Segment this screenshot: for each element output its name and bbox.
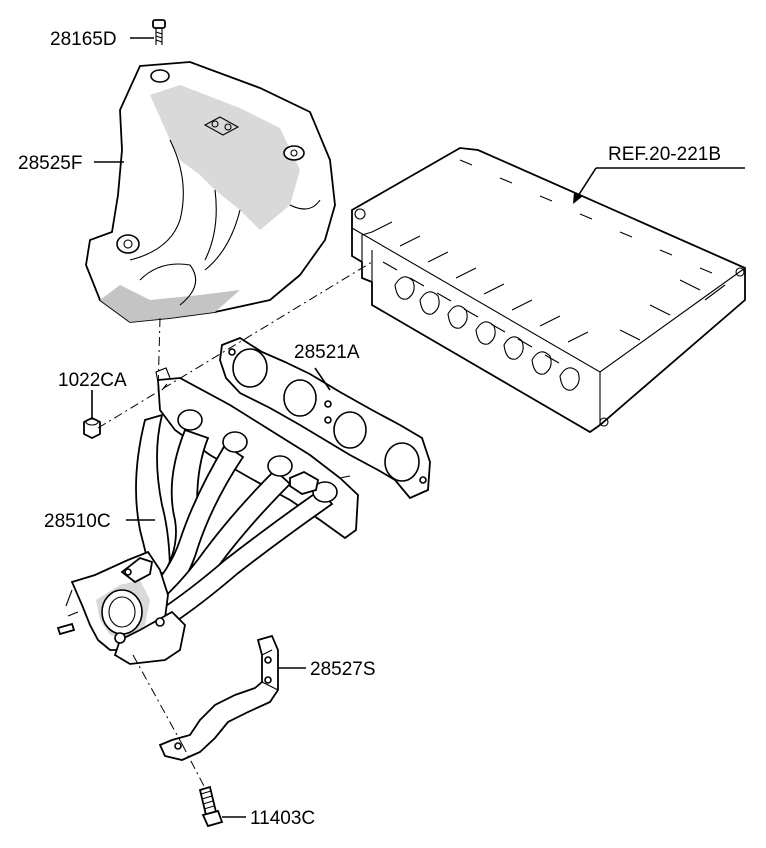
bolt-icon (198, 785, 224, 828)
label-28165D: 28165D (50, 29, 117, 50)
nut-icon (83, 416, 101, 440)
heat-shield-icon (85, 61, 336, 323)
gasket-icon (219, 336, 431, 500)
assembly-lines (97, 261, 373, 789)
arrow-icon (573, 192, 583, 204)
cylinder-head-icon (351, 147, 746, 434)
label-28527S: 28527S (310, 659, 376, 680)
bolt-icon (152, 19, 166, 45)
label-28510C: 28510C (44, 511, 111, 532)
label-28525F: 28525F (18, 153, 82, 174)
label-11403C: 11403C (250, 808, 315, 829)
exhaust-manifold-icon (56, 367, 359, 665)
label-ref-20-221B: REF.20-221B (608, 144, 721, 165)
leader-lines (91, 37, 745, 818)
label-1022CA: 1022CA (58, 370, 127, 391)
bracket-icon (158, 634, 279, 761)
label-28521A: 28521A (294, 342, 360, 363)
